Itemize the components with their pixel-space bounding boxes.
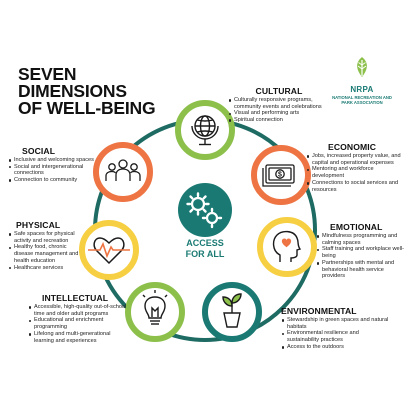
environmental-bullet: Environmental resilience and sustainabil… <box>281 330 389 343</box>
social-heading: SOCIAL <box>22 146 56 156</box>
cultural-block: CULTURAL Culturally responsive programs,… <box>228 86 340 124</box>
physical-block: PHYSICAL Safe spaces for physical activi… <box>8 220 86 271</box>
center-label: ACCESS FOR ALL <box>168 238 242 260</box>
environmental-bullet: Stewardship in green spaces and natural … <box>281 317 389 330</box>
environmental-bullet: Access to the outdoors <box>281 344 389 351</box>
physical-bullet: Safe spaces for physical activity and re… <box>8 231 86 244</box>
logo-subtitle: National Recreation and Park Association <box>332 95 392 105</box>
economic-node: $ <box>251 145 311 205</box>
physical-node <box>79 220 139 280</box>
cultural-bullet: Visual and performing arts <box>228 110 340 117</box>
title-line-2: DIMENSIONS <box>18 81 127 101</box>
center-label-line-1: ACCESS <box>186 238 224 248</box>
physical-heading: PHYSICAL <box>16 220 61 230</box>
economic-block: ECONOMIC Jobs, increased property value,… <box>306 142 401 193</box>
emotional-node <box>257 217 317 277</box>
cultural-node <box>175 100 235 160</box>
emotional-bullet: Staff training and workplace well-being <box>316 246 404 259</box>
emotional-block: EMOTIONAL Mindfulness programming and ca… <box>316 222 404 280</box>
intellectual-block: INTELLECTUAL Accessible, high-quality ou… <box>28 293 128 344</box>
page-title: SEVEN DIMENSIONS OF WELL-BEING <box>18 64 156 118</box>
center-label-line-2: FOR ALL <box>185 249 225 259</box>
environmental-node <box>202 282 262 342</box>
intellectual-heading: INTELLECTUAL <box>42 293 109 303</box>
social-node <box>93 142 153 202</box>
head-heart-icon <box>272 230 302 262</box>
economic-bullet: Mentoring and workforce development <box>306 166 401 179</box>
title-line-3: OF WELL-BEING <box>18 98 156 118</box>
plant-icon <box>222 293 242 328</box>
social-block: SOCIAL Inclusive and welcoming spaces So… <box>8 146 94 184</box>
emotional-bullet: Partnerships with mental and behavioral … <box>316 260 404 280</box>
globe-icon <box>191 115 219 146</box>
title-line-1: SEVEN <box>18 64 77 84</box>
logo-name: NRPA <box>350 85 374 94</box>
lightbulb-icon <box>142 290 168 325</box>
environmental-heading: ENVIRONMENTAL <box>281 306 357 316</box>
intellectual-bullet: Lifelong and multi-generational learning… <box>28 331 128 344</box>
cultural-heading: CULTURAL <box>255 86 303 96</box>
environmental-block: ENVIRONMENTAL Stewardship in green space… <box>281 306 389 351</box>
people-icon <box>105 159 141 181</box>
heartbeat-icon <box>88 237 130 265</box>
money-icon <box>262 164 295 187</box>
economic-bullet: Jobs, increased property value, and capi… <box>306 153 401 166</box>
intellectual-node <box>125 282 185 342</box>
physical-bullet: Healthy food, chronic disease management… <box>8 244 86 264</box>
cultural-bullet: Culturally responsive programs, communit… <box>228 97 340 110</box>
intellectual-bullet: Educational and enrichment programming <box>28 317 128 330</box>
emotional-bullet: Mindfulness programming and calming spac… <box>316 233 404 246</box>
cultural-bullet: Spiritual connection <box>228 117 340 124</box>
physical-bullet: Healthcare services <box>8 265 86 272</box>
center-gears-icon <box>178 183 232 237</box>
social-bullet: Social and intergenerational connections <box>8 164 94 177</box>
dollar-sign-icon: $ <box>278 172 282 179</box>
leaf-icon <box>357 57 367 77</box>
economic-bullet: Connections to social services and resou… <box>306 180 401 193</box>
intellectual-bullet: Accessible, high-quality out-of-school t… <box>28 304 128 317</box>
nrpa-logo: NRPA National Recreation and Park Associ… <box>330 55 394 105</box>
economic-heading: ECONOMIC <box>328 142 377 152</box>
social-bullet: Inclusive and welcoming spaces <box>8 157 94 164</box>
social-bullet: Connection to community <box>8 177 94 184</box>
emotional-heading: EMOTIONAL <box>330 222 383 232</box>
